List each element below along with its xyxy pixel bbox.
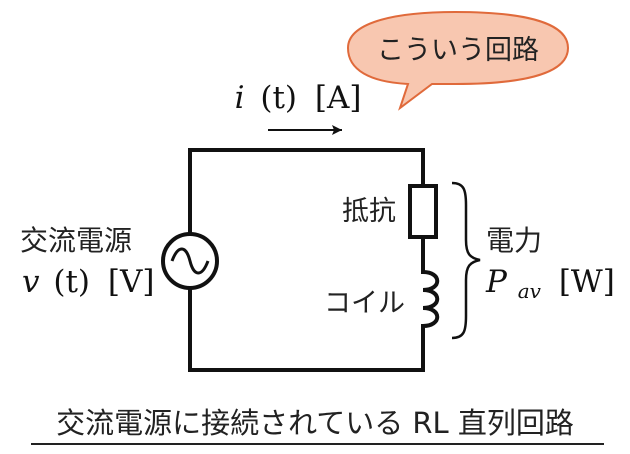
current-symbol: i: [235, 80, 245, 116]
power-symbol: P: [485, 264, 508, 300]
power-variable-label: P av [W]: [485, 264, 615, 306]
current-arrow-head: [332, 125, 342, 135]
resistor-symbol: [408, 184, 438, 239]
current-annotation: i (t) [A]: [235, 80, 362, 135]
source-variable-label: v (t) [V]: [22, 264, 154, 300]
source-symbol: v: [22, 264, 40, 300]
power-unit: [W]: [559, 264, 615, 300]
circuit-wires: [188, 148, 425, 372]
caption-text: 交流電源に接続されている RL 直列回路: [56, 406, 574, 440]
source-argument: (t): [53, 264, 90, 300]
current-unit: [A]: [315, 80, 362, 116]
speech-bubble-shape: [346, 10, 570, 111]
sine-wave-icon: [170, 247, 210, 275]
speech-bubble: こういう回路: [346, 10, 570, 111]
power-subscript: av: [518, 279, 542, 303]
coil-symbol: [422, 270, 440, 328]
speech-bubble-text: こういう回路: [377, 35, 539, 66]
ac-source-symbol: [161, 232, 219, 290]
current-argument: (t): [260, 80, 297, 116]
coil-label: コイル: [324, 288, 405, 319]
power-brace-icon: [451, 181, 481, 340]
source-unit: [V]: [108, 264, 155, 300]
source-label: 交流電源: [20, 224, 132, 257]
power-label: 電力: [486, 224, 542, 257]
current-label: i (t) [A]: [235, 80, 362, 116]
resistor-label: 抵抗: [342, 196, 396, 227]
